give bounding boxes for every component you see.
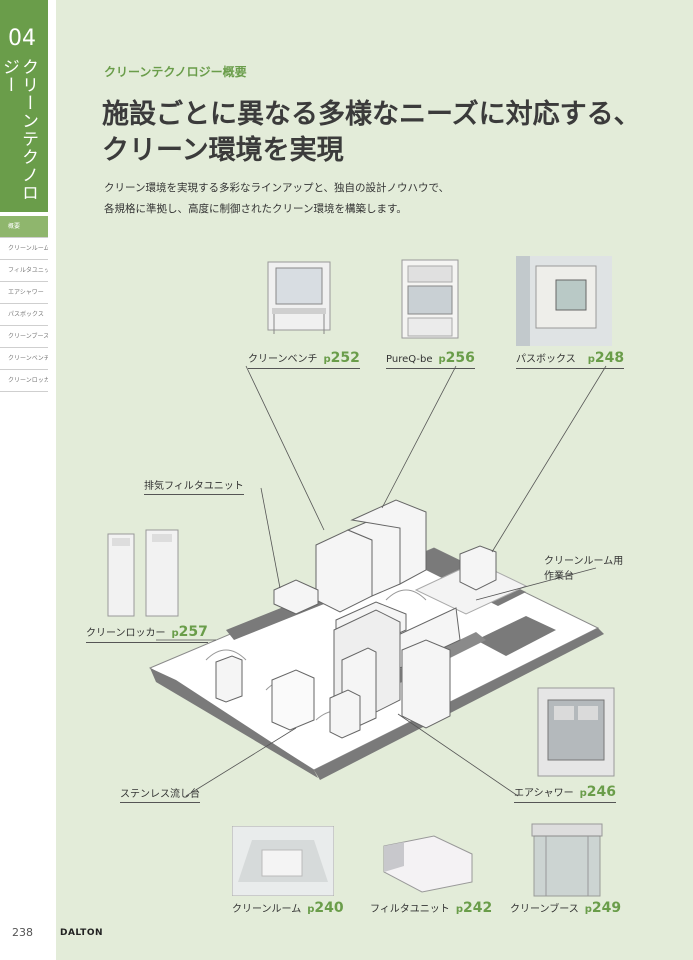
clean-room-page-prefix: p: [307, 904, 315, 915]
air-shower-page: 246: [586, 784, 617, 800]
leader-lines: [156, 365, 607, 797]
chapter-title: クリーンテクノロジー: [0, 58, 38, 202]
title-line-2: クリーン環境を実現: [102, 135, 344, 166]
page-title: 施設ごとに異なる多様なニーズに対応する、 クリーン環境を実現: [102, 97, 662, 169]
air-shower-photo: [537, 687, 615, 777]
pureq-photo: [401, 259, 459, 339]
lead-text: クリーン環境を実現する多彩なラインアップと、独自の設計ノウハウで、 各規格に準拠…: [104, 178, 624, 220]
clean-bench-photo: [267, 261, 331, 334]
air-shower-label[interactable]: エアシャワー p246: [514, 784, 617, 803]
chapter-tab[interactable]: 04 クリーンテクノロジー: [0, 0, 48, 212]
stainless-sink-label[interactable]: ステンレス流し台: [120, 785, 200, 803]
clean-bench-page-prefix: p: [323, 354, 331, 365]
clean-room-table-name-1: クリーンルーム用: [544, 556, 624, 567]
filter-unit-label[interactable]: フィルタユニット p242: [370, 900, 492, 918]
equipment-group: [215, 499, 497, 739]
pureq-page-prefix: p: [438, 354, 446, 365]
title-line-1: 施設ごとに異なる多様なニーズに対応する、: [102, 99, 641, 130]
air-shower-page-prefix: p: [579, 788, 587, 799]
clean-bench-name: クリーンベンチ: [248, 354, 318, 365]
clean-bench-page: 252: [330, 350, 360, 366]
clean-locker-name: クリーンロッカー: [86, 628, 166, 639]
clean-booth-photo: [531, 823, 603, 897]
clean-locker-page: 257: [178, 624, 208, 640]
filter-unit-page: 242: [462, 900, 493, 916]
pureq-label[interactable]: PureQ-be p256: [386, 350, 475, 369]
brand-logo: DALTON: [60, 928, 104, 938]
chapter-number: 04: [8, 26, 36, 51]
page-number: 238: [12, 926, 33, 939]
clean-room-label[interactable]: クリーンルーム p240: [232, 900, 344, 918]
pureq-name: PureQ-be: [386, 354, 433, 365]
clean-room-table-name-2: 作業台: [544, 571, 574, 582]
exhaust-filter-name: 排気フィルタユニット: [144, 481, 244, 492]
nav-item-clean-booth[interactable]: クリーンブース: [0, 326, 48, 348]
nav-item-filter-unit[interactable]: フィルタユニット: [0, 260, 48, 282]
pass-box-name: パスボックス: [516, 354, 576, 365]
chapter-sidebar: 04 クリーンテクノロジー 概要 クリーンルーム フィルタユニット エアシャワー…: [0, 0, 48, 960]
clean-room-photo: [232, 826, 334, 896]
main-panel: クリーンテクノロジー概要 施設ごとに異なる多様なニーズに対応する、 クリーン環境…: [56, 0, 693, 960]
facility-illustration: [148, 365, 607, 797]
air-shower-name: エアシャワー: [514, 788, 574, 799]
clean-room-page: 240: [314, 900, 344, 916]
filter-unit-page-prefix: p: [455, 904, 463, 915]
lead-line-1: クリーン環境を実現する多彩なラインアップと、独自の設計ノウハウで、: [104, 182, 450, 194]
clean-booth-label[interactable]: クリーンブース p249: [510, 900, 621, 918]
nav-item-clean-locker[interactable]: クリーンロッカー: [0, 370, 48, 392]
clean-booth-page: 249: [591, 900, 622, 916]
clean-booth-name: クリーンブース: [510, 904, 579, 915]
nav-item-clean-room[interactable]: クリーンルーム: [0, 238, 48, 260]
filter-unit-photo: [383, 835, 473, 893]
stainless-sink-name: ステンレス流し台: [120, 789, 200, 800]
clean-locker-page-prefix: p: [171, 628, 179, 639]
pass-box-photo: [516, 256, 612, 346]
pass-box-label[interactable]: パスボックス p248: [516, 350, 625, 369]
pass-box-page: 248: [594, 350, 625, 366]
clean-bench-label[interactable]: クリーンベンチ p252: [248, 350, 360, 369]
clean-locker-photo: [107, 529, 179, 617]
nav-item-overview[interactable]: 概要: [0, 216, 48, 238]
lead-line-2: 各規格に準拠し、高度に制御されたクリーン環境を構築します。: [104, 203, 407, 215]
nav-item-clean-bench[interactable]: クリーンベンチ: [0, 348, 48, 370]
pass-box-page-prefix: p: [587, 354, 595, 365]
pureq-page: 256: [445, 350, 475, 366]
nav-item-air-shower[interactable]: エアシャワー: [0, 282, 48, 304]
nav-item-pass-box[interactable]: パスボックス: [0, 304, 48, 326]
clean-room-name: クリーンルーム: [232, 904, 302, 915]
clean-locker-label[interactable]: クリーンロッカー p257: [86, 624, 208, 643]
filter-unit-name: フィルタユニット: [370, 904, 450, 915]
chapter-nav: 概要 クリーンルーム フィルタユニット エアシャワー パスボックス クリーンブー…: [0, 216, 48, 392]
exhaust-filter-label[interactable]: 排気フィルタユニット: [144, 477, 244, 495]
clean-booth-page-prefix: p: [584, 904, 592, 915]
section-eyebrow: クリーンテクノロジー概要: [104, 65, 247, 79]
clean-room-table-label[interactable]: クリーンルーム用 作業台: [544, 554, 623, 586]
